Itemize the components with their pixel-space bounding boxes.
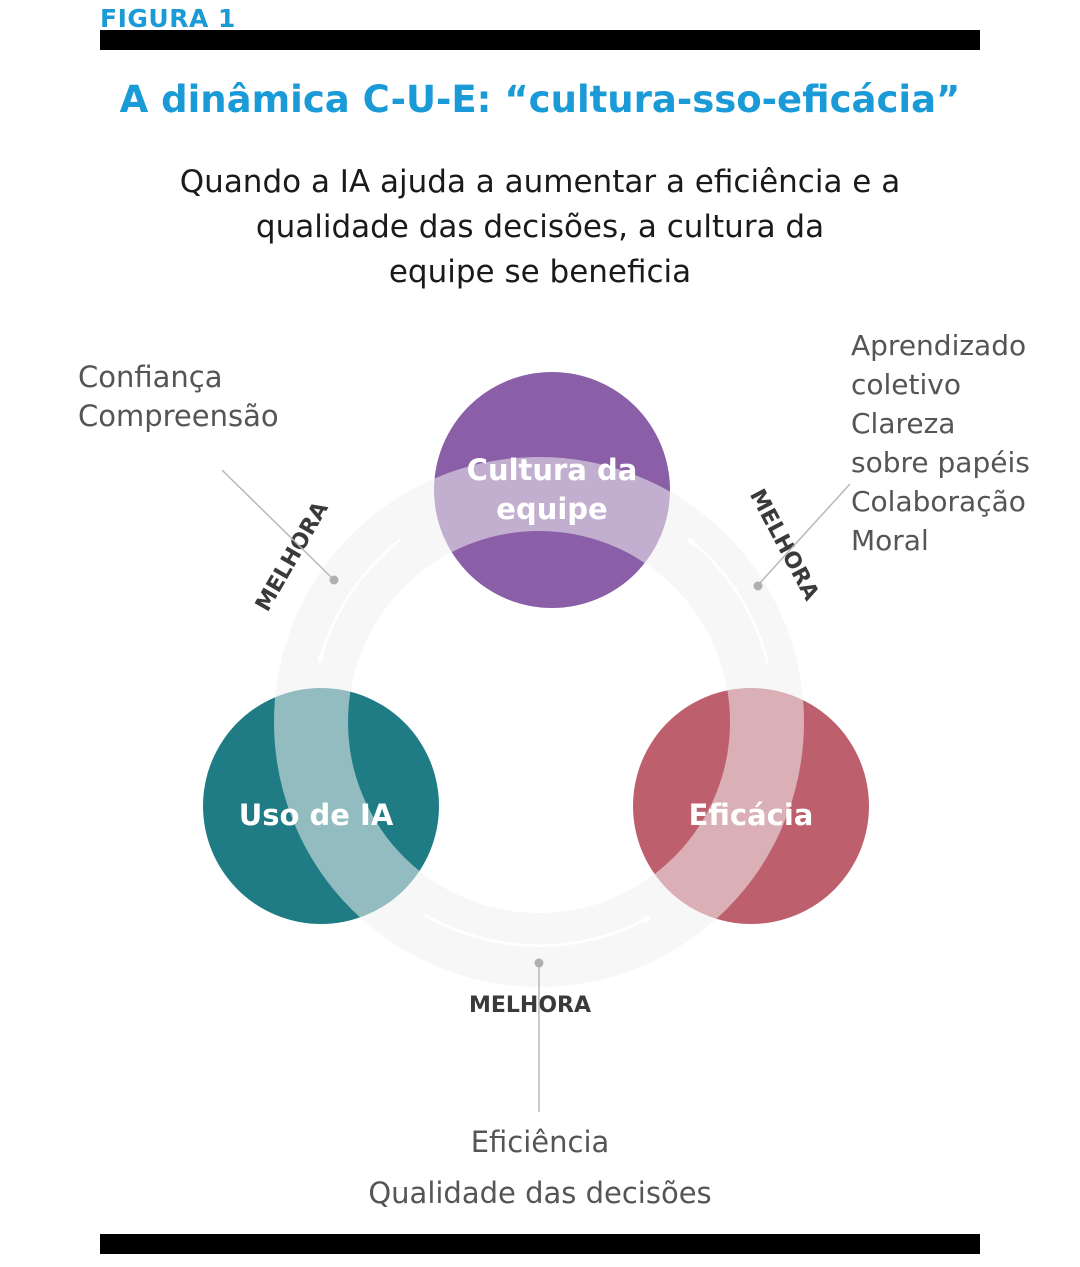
node-efficacy-label: Eficácia [689, 798, 814, 832]
subtitle-line: equipe se beneficia [388, 254, 692, 290]
note-item: Qualidade das decisões [368, 1176, 712, 1210]
subtitle-line: qualidade das decisões, a cultura da [255, 209, 825, 245]
arrow-left [317, 539, 401, 664]
note-item: Confiança [78, 360, 223, 394]
leader-line-right [757, 483, 851, 586]
note-item: Clareza [851, 407, 956, 440]
note-bottom: Eficiência Qualidade das decisões [240, 1117, 840, 1219]
figure-subtitle: Quando a IA ajuda a aumentar a eficiênci… [100, 160, 980, 295]
note-item: Eficiência [470, 1125, 610, 1159]
note-left: Confiança Compreensão [78, 358, 279, 436]
note-item: Aprendizado [851, 329, 1027, 362]
note-item: Moral [851, 524, 929, 557]
arrow-bottom [424, 913, 652, 947]
figure-title: A dinâmica C-U-E: “cultura-sso-eficácia” [119, 78, 961, 121]
leader-dot-right [753, 581, 763, 591]
leader-dot-left [329, 575, 339, 585]
figure-label: FIGURA 1 [100, 4, 236, 33]
node-culture-label: Cultura da [467, 453, 638, 487]
bottom-divider [100, 1234, 980, 1254]
subtitle-line: Quando a IA ajuda a aumentar a eficiênci… [179, 164, 901, 200]
note-item: Colaboração [851, 485, 1026, 518]
node-ai-use-label: Uso de IA [239, 798, 394, 832]
arrow-right [686, 537, 770, 666]
note-right: Aprendizado coletivo Clareza sobre papéi… [851, 326, 1030, 560]
top-divider [100, 30, 980, 50]
node-culture-label: equipe [496, 492, 607, 526]
note-item: coletivo [851, 368, 961, 401]
improves-label-bottom: MELHORA [469, 993, 591, 1018]
note-item: sobre papéis [851, 446, 1030, 479]
note-item: Compreensão [78, 399, 279, 433]
leader-line-left [221, 469, 334, 580]
leader-dot-bottom [534, 958, 544, 968]
cycle-ring [274, 457, 804, 987]
